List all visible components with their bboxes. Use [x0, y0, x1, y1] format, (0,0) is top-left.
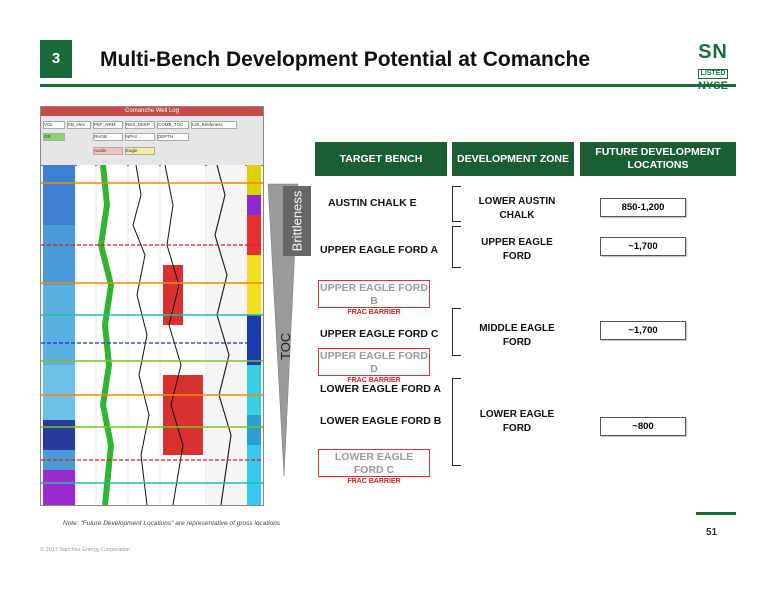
zone-middle-eagle-ford: MIDDLE EAGLE FORD: [479, 323, 555, 348]
locations-upper-eagle-ford: ~1,700: [600, 237, 686, 256]
logo-listed: LISTED: [697, 69, 729, 79]
log-header-cell: VOL: [43, 121, 65, 129]
company-logo: SN LISTED NYSE: [690, 42, 736, 92]
bench-name: UPPER EAGLE FORD D: [320, 350, 428, 375]
page-number: 51: [706, 527, 718, 538]
zone-bracket: [452, 186, 461, 222]
brittleness-toc-triangle: [267, 183, 299, 477]
bench-name: UPPER EAGLE FORD B: [320, 282, 428, 307]
bench-lower-eagle-ford-a: LOWER EAGLE FORD A: [320, 383, 441, 395]
logo-exchange: NYSE: [698, 80, 728, 92]
locations-lower-austin-chalk: 850-1,200: [600, 198, 686, 217]
log-header-cell: KB_elev: [67, 121, 91, 129]
bench-upper-eagle-ford-d: UPPER EAGLE FORD D FRAC BARRIER: [318, 348, 430, 384]
frac-barrier-label: FRAC BARRIER: [347, 309, 401, 316]
bench-austin-chalk-e: AUSTIN CHALK E: [328, 197, 417, 209]
zone-upper-eagle-ford: UPPER EAGLE FORD: [481, 237, 553, 262]
bench-lower-eagle-ford-c: LOWER EAGLE FORD C FRAC BARRIER: [318, 449, 430, 485]
bench-lower-eagle-ford-b: LOWER EAGLE FORD B: [320, 415, 442, 427]
footnote: Note: "Future Development Locations" are…: [63, 520, 281, 527]
well-log-tracks: [41, 165, 263, 505]
zone-bracket: [452, 308, 461, 356]
logo-ticker: SN: [698, 41, 728, 63]
zone-lower-eagle-ford: LOWER EAGLE FORD: [479, 409, 555, 434]
well-log-image: Comanche Well Log VOL KB_elev PEF_NRM RE…: [40, 106, 264, 506]
log-header-cell: NPHI: [125, 133, 155, 141]
zone-lower-austin-chalk: LOWER AUSTIN CHALK: [478, 196, 556, 221]
log-header-cell: Lith_Brittleness: [191, 121, 237, 129]
bench-upper-eagle-ford-a: UPPER EAGLE FORD A: [320, 244, 439, 256]
header-target-bench: TARGET BENCH: [315, 142, 447, 176]
zone-bracket: [452, 378, 461, 466]
log-header-cell: GR: [43, 133, 65, 141]
well-log-title: Comanche Well Log: [41, 107, 263, 116]
log-header-cell: Austin: [93, 147, 123, 155]
well-log-header: Comanche Well Log VOL KB_elev PEF_NRM RE…: [41, 107, 263, 166]
header-future-locations: FUTURE DEVELOPMENT LOCATIONS: [580, 142, 736, 176]
slide-title: Multi-Bench Development Potential at Com…: [100, 48, 591, 71]
log-header-cell: DEPTH: [157, 133, 189, 141]
toc-label: TOC: [278, 332, 293, 360]
bench-name: LOWER EAGLE FORD C: [334, 451, 414, 476]
header-development-zone: DEVELOPMENT ZONE: [452, 142, 574, 176]
log-header-cell: Eagle: [125, 147, 155, 155]
log-header-cell: RHOB: [93, 133, 123, 141]
locations-middle-eagle-ford: ~1,700: [600, 321, 686, 340]
copyright: © 2017 Sanchez Energy Corporation: [40, 547, 130, 553]
log-header-cell: RES_DEEP: [125, 121, 155, 129]
page-number-rule: [696, 512, 736, 515]
frac-barrier-label: FRAC BARRIER: [347, 377, 401, 384]
log-header-cell: COMB_TOC: [157, 121, 189, 129]
bench-upper-eagle-ford-c: UPPER EAGLE FORD C: [320, 328, 439, 340]
bench-upper-eagle-ford-b: UPPER EAGLE FORD B FRAC BARRIER: [318, 280, 430, 316]
slide-number: 3: [40, 40, 72, 78]
log-header-cell: PEF_NRM: [93, 121, 123, 129]
title-divider: [40, 84, 736, 87]
locations-lower-eagle-ford: ~800: [600, 417, 686, 436]
frac-barrier-label: FRAC BARRIER: [347, 478, 401, 485]
brittleness-label: Brittleness: [283, 186, 311, 256]
zone-bracket: [452, 226, 461, 268]
